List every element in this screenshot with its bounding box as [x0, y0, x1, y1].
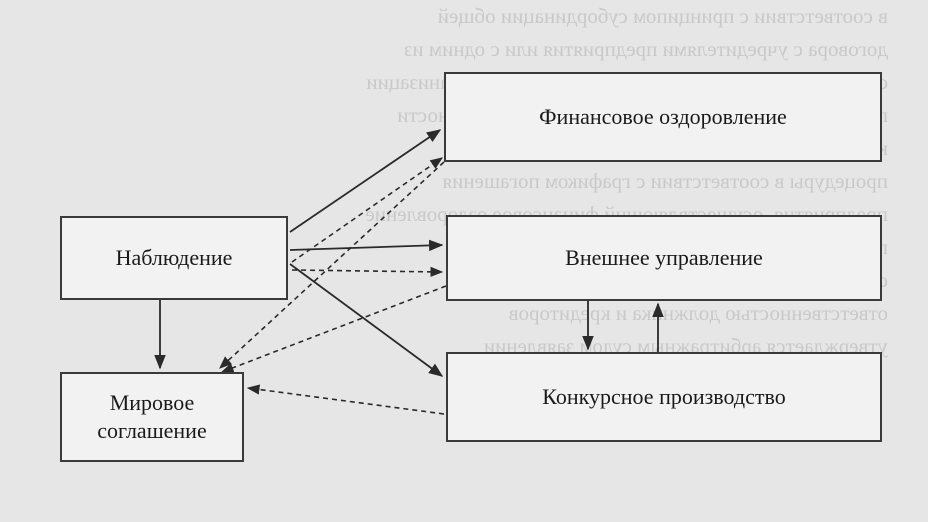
- node-external-label: Внешнее управление: [565, 245, 763, 270]
- node-settlement-label-line1: Мировое: [109, 390, 195, 415]
- dashed-arrow-observation-to-finance: [291, 157, 444, 263]
- arrow-observation-to-external: [289, 239, 444, 252]
- dashed-arrow-finance-to-settlement: [219, 161, 445, 369]
- node-observation: Наблюдение: [60, 216, 288, 300]
- node-finance-label: Финансовое оздоровление: [539, 104, 787, 129]
- node-settlement: Мировое соглашение: [60, 372, 244, 462]
- node-external: Внешнее управление: [446, 215, 882, 301]
- dashed-arrow-external-to-settlement: [220, 285, 447, 373]
- arrow-observation-to-finance: [289, 129, 442, 233]
- dashed-arrow-bankruptcy-to-settlement: [246, 384, 445, 415]
- node-finance: Финансовое оздоровление: [444, 72, 882, 162]
- node-bankruptcy: Конкурсное производство: [446, 352, 882, 442]
- node-settlement-label-line2: соглашение: [97, 418, 207, 443]
- node-observation-label: Наблюдение: [115, 245, 233, 270]
- dashed-arrow-observation-to-external: [291, 266, 444, 277]
- node-bankruptcy-label: Конкурсное производство: [542, 384, 786, 409]
- arrow-observation-to-bankruptcy: [289, 263, 444, 377]
